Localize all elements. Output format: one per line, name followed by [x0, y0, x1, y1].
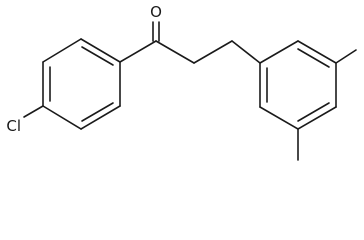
- bond: [80, 38, 121, 63]
- double-bond-inner: [297, 102, 330, 122]
- structure-canvas: Cl O: [6, 3, 357, 161]
- bond: [259, 40, 299, 64]
- bond: [42, 105, 82, 130]
- double-bond-inner: [81, 102, 114, 122]
- double-bond-inner: [297, 48, 330, 68]
- chlorophenyl-ring: [42, 38, 121, 130]
- chlorine-atom-label: Cl: [6, 117, 21, 135]
- dimethylphenyl-ring: [259, 40, 337, 130]
- bond-ch2-ring: [231, 40, 261, 64]
- oxygen-atom-label: O: [150, 3, 162, 21]
- double-bond-inner: [81, 46, 114, 66]
- bond-ch2-ch2: [193, 40, 233, 64]
- chemical-structure-diagram: Cl O: [6, 3, 357, 161]
- bond: [297, 40, 337, 64]
- bond: [297, 106, 337, 130]
- bond-c-cl: [23, 105, 44, 118]
- bond-carbonyl-ch2: [155, 40, 195, 64]
- methyl-bond-upper: [335, 49, 357, 64]
- bond-ring-carbonyl: [119, 40, 157, 63]
- bond: [42, 38, 82, 63]
- bond: [259, 106, 299, 130]
- bond: [80, 105, 121, 130]
